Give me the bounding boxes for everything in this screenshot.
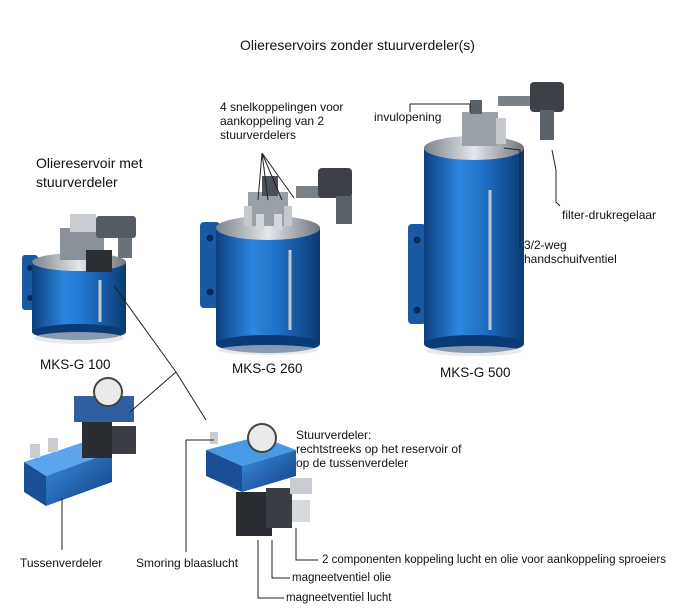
page-title: Oliereservoirs zonder stuurverdeler(s) [240,37,475,53]
model-label-g260: MKS-G 260 [232,361,303,376]
label-3-2-weg-line2: handschuifventiel [524,252,617,266]
tussenverdeler-assembly [24,377,136,506]
label-snelkoppelingen-line1: 4 snelkoppelingen voor [220,100,344,114]
label-snelkoppelingen-line3: stuurverdelers [220,128,297,142]
stuurverdeler-assembly [206,423,312,536]
label-magneetventiel-olie: magneetventiel olie [292,572,392,584]
label-reservoir-met-stuurverdeler-line1: Oliereservoir met [36,155,143,171]
label-stuurverdeler-line1: Stuurverdeler: [296,428,372,442]
label-magneetventiel-lucht: magneetventiel lucht [286,592,392,604]
label-smoring-blaaslucht: Smoring blaaslucht [136,556,239,570]
reservoir-mks-g100 [22,214,136,344]
reservoir-mks-g500 [408,82,564,356]
label-reservoir-met-stuurverdeler-line2: stuurverdeler [36,174,118,190]
model-label-g500: MKS-G 500 [440,365,511,380]
label-invulopening: invulopening [374,110,442,124]
leader-lines [61,103,561,599]
label-filter-drukregelaar: filter-drukregelaar [562,208,657,222]
label-3-2-weg-line1: 3/2-weg [524,238,567,252]
label-snelkoppelingen-line2: aankoppeling van 2 [220,114,325,128]
label-2-componenten-koppeling: 2 componenten koppeling lucht en olie vo… [322,554,666,566]
model-label-g100: MKS-G 100 [40,357,111,372]
label-tussenverdeler: Tussenverdeler [20,556,103,570]
reservoir-mks-g260 [200,168,352,355]
label-stuurverdeler-line3: op de tussenverdeler [296,456,409,470]
label-stuurverdeler-line2: rechtstreeks op het reservoir of [296,442,462,456]
